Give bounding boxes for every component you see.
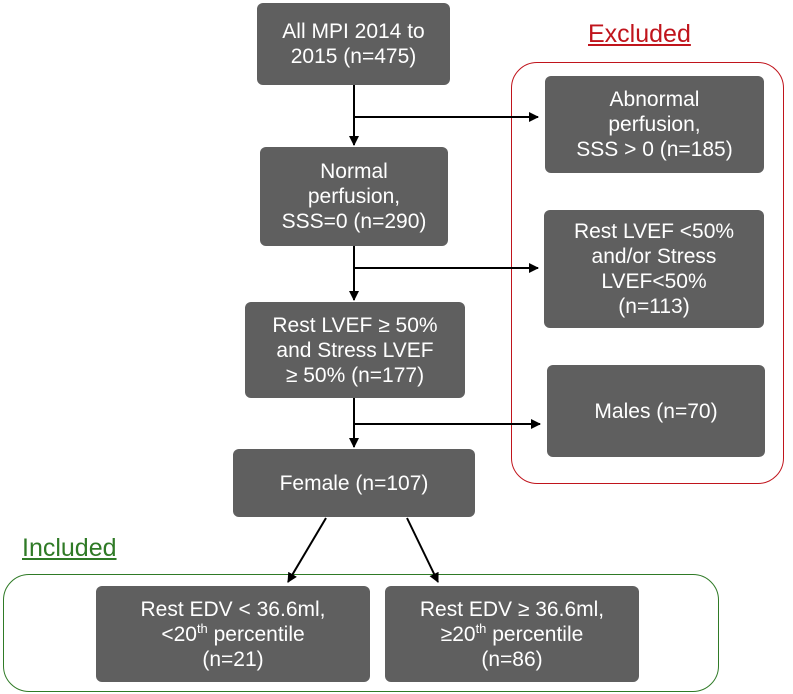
high-edv-line-3: (n=86) [481,647,543,671]
all-mpi-box: All MPI 2014 to 2015 (n=475) [257,3,450,85]
males-label: Males (n=70) [594,399,718,423]
normal-perfusion-box: Normal perfusion, SSS=0 (n=290) [260,147,448,246]
low-edv-line-2-sup: th [196,620,208,636]
high-edv-line-2-post: percentile [486,622,584,646]
abnormal-line-1: Abnormal [609,88,700,111]
low-edv-line-1: Rest EDV < 36.6ml, [140,597,326,621]
included-group-outline [3,574,719,692]
low-edv-line-2-post: percentile [207,622,305,646]
all-mpi-line-2: 2015 (n=475) [290,45,417,68]
normal-perfusion-line-1: Normal [320,160,388,183]
high-edv-line-2: ≥20th percentile [420,622,604,647]
low-edv-line-2-pre: <20 [161,622,197,646]
all-mpi-line-1: All MPI 2014 to [282,20,425,43]
abnormal-perfusion-box: Abnormal perfusion, SSS > 0 (n=185) [545,76,764,173]
lvef-ok-line-1: Rest LVEF ≥ 50% [272,313,438,337]
abnormal-line-2: perfusion, [608,113,701,136]
lvef-ok-line-2: and Stress LVEF [276,338,434,362]
high-edv-line-2-sup: th [475,620,487,636]
low-lvef-line-3: LVEF<50% [601,270,707,293]
abnormal-line-3: SSS > 0 (n=185) [576,138,733,161]
low-edv-line-3: (n=21) [202,647,264,671]
low-edv-line-2: <20th percentile [141,622,326,647]
low-lvef-line-2: and/or Stress [591,245,717,268]
lvef-ok-box: Rest LVEF ≥ 50% and Stress LVEF ≥ 50% (n… [245,302,465,398]
high-edv-line-1: Rest EDV ≥ 36.6ml, [419,597,605,621]
high-edv-box: Rest EDV ≥ 36.6ml, ≥20th percentile (n=8… [385,586,639,682]
included-label: Included [22,534,117,562]
excluded-group-outline [511,62,784,484]
normal-perfusion-line-3: SSS=0 (n=290) [281,210,427,233]
low-lvef-line-4: (n=113) [618,295,690,318]
lvef-ok-line-3: ≥ 50% (n=177) [285,363,425,387]
female-label: Female (n=107) [279,471,429,495]
high-edv-line-2-pre: ≥20 [440,622,476,646]
males-box: Males (n=70) [547,365,765,457]
normal-perfusion-line-2: perfusion, [307,185,401,208]
low-lvef-line-1: Rest LVEF <50% [573,220,735,243]
low-lvef-box: Rest LVEF <50% and/or Stress LVEF<50% (n… [544,210,764,328]
arrow-female-to-high-edv [406,517,439,583]
arrow-female-to-low-edv [287,517,327,583]
excluded-label: Excluded [588,20,691,48]
female-box: Female (n=107) [233,449,475,517]
low-edv-box: Rest EDV < 36.6ml, <20th percentile (n=2… [96,586,370,682]
